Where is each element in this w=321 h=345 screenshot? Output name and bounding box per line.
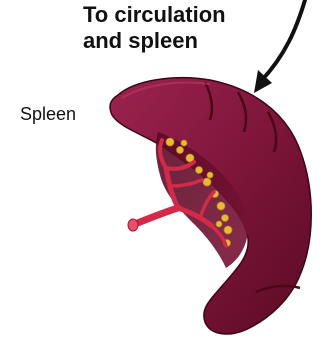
artery-cut-end bbox=[128, 219, 138, 231]
spleen-label: Spleen bbox=[20, 104, 76, 125]
heading-line-2: and spleen bbox=[83, 28, 293, 54]
heading-to-circulation: To circulation and spleen bbox=[83, 2, 293, 54]
heading-line-1: To circulation bbox=[83, 2, 293, 28]
